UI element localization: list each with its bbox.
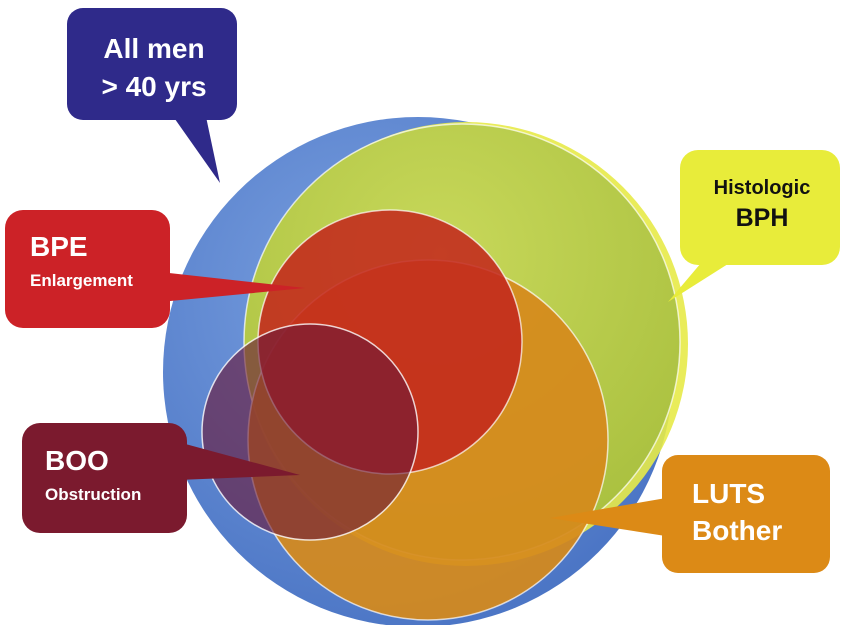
callout-luts-line2: Bother bbox=[692, 515, 782, 546]
callout-histologic-bph-line1: Histologic bbox=[714, 177, 811, 199]
callout-histologic-bph: Histologic BPH bbox=[668, 150, 840, 302]
callout-boo: BOO Obstruction bbox=[22, 423, 300, 533]
callout-boo-tail bbox=[178, 442, 300, 480]
callout-luts: LUTS Bother bbox=[550, 455, 830, 573]
callout-histologic-bph-line2: BPH bbox=[736, 204, 789, 232]
boo-circle bbox=[201, 323, 419, 541]
callout-luts-box bbox=[662, 455, 830, 573]
callout-histologic-bph-box bbox=[680, 150, 840, 265]
callout-all-men-tail bbox=[170, 112, 220, 183]
callout-boo-line1: BOO bbox=[45, 445, 109, 476]
callout-bpe: BPE Enlargement bbox=[5, 210, 305, 328]
callout-luts-line1: LUTS bbox=[692, 478, 765, 509]
callout-bpe-line2: Enlargement bbox=[30, 271, 133, 290]
callout-boo-line2: Obstruction bbox=[45, 485, 141, 504]
callout-bpe-box bbox=[5, 210, 170, 328]
callout-luts-tail bbox=[550, 497, 672, 537]
callout-all-men-box bbox=[67, 8, 237, 120]
callout-all-men-line2: > 40 yrs bbox=[101, 71, 206, 102]
callout-all-men-line1: All men bbox=[103, 33, 204, 64]
callout-bpe-tail bbox=[160, 272, 305, 302]
callout-boo-box bbox=[22, 423, 187, 533]
callout-bpe-line1: BPE bbox=[30, 231, 88, 262]
callout-all-men: All men > 40 yrs bbox=[67, 8, 237, 183]
